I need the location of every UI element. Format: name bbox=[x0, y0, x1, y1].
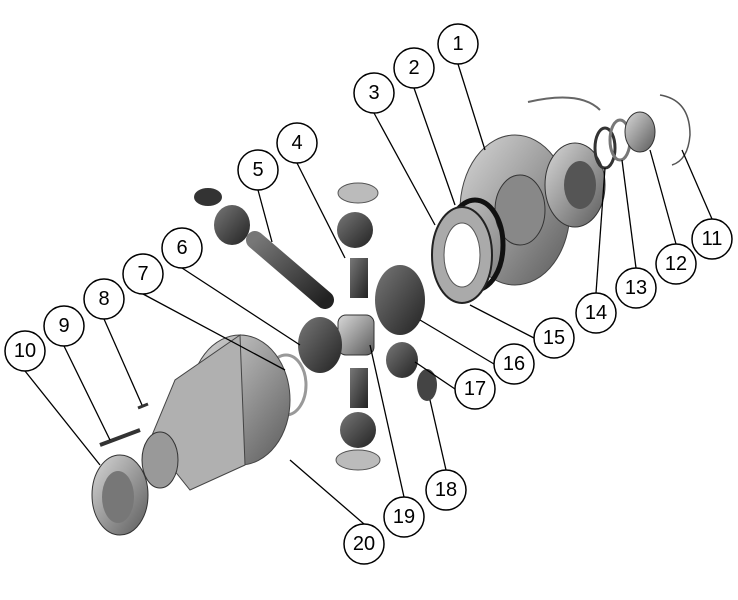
callout-15: 15 bbox=[533, 317, 575, 359]
callout-5: 5 bbox=[237, 149, 279, 191]
svg-text:15: 15 bbox=[543, 327, 565, 349]
callout-7: 7 bbox=[122, 253, 164, 295]
callout-14: 14 bbox=[575, 292, 617, 334]
svg-text:7: 7 bbox=[137, 263, 148, 285]
svg-text:18: 18 bbox=[435, 479, 457, 501]
callout-10: 10 bbox=[4, 330, 46, 372]
callout-3: 3 bbox=[353, 72, 395, 114]
svg-text:20: 20 bbox=[353, 533, 375, 555]
gears-and-pins bbox=[194, 182, 437, 471]
svg-text:1: 1 bbox=[452, 33, 463, 55]
callout-6: 6 bbox=[161, 227, 203, 269]
svg-text:13: 13 bbox=[625, 277, 647, 299]
svg-text:9: 9 bbox=[58, 315, 69, 337]
svg-text:2: 2 bbox=[408, 57, 419, 79]
callout-13: 13 bbox=[615, 267, 657, 309]
callout-1: 1 bbox=[437, 23, 479, 65]
callout-17: 17 bbox=[454, 368, 496, 410]
differential-case-part-20 bbox=[91, 334, 291, 536]
svg-text:5: 5 bbox=[252, 159, 263, 181]
callout-20: 20 bbox=[343, 523, 385, 565]
svg-text:12: 12 bbox=[665, 253, 687, 275]
callout-8: 8 bbox=[83, 278, 125, 320]
svg-text:11: 11 bbox=[702, 228, 723, 250]
svg-text:8: 8 bbox=[98, 288, 109, 310]
svg-text:4: 4 bbox=[291, 132, 302, 154]
rings-parts-2-3 bbox=[431, 197, 506, 304]
leader-lines bbox=[24, 63, 713, 525]
svg-text:19: 19 bbox=[393, 506, 415, 528]
callout-19: 19 bbox=[383, 496, 425, 538]
svg-text:17: 17 bbox=[464, 378, 486, 400]
svg-text:3: 3 bbox=[368, 82, 379, 104]
svg-text:14: 14 bbox=[585, 302, 607, 324]
callout-4: 4 bbox=[276, 122, 318, 164]
svg-text:6: 6 bbox=[176, 237, 187, 259]
callout-18: 18 bbox=[425, 469, 467, 511]
callout-11: 11 bbox=[691, 218, 733, 260]
callout-9: 9 bbox=[43, 305, 85, 347]
callout-2: 2 bbox=[393, 47, 435, 89]
callout-16: 16 bbox=[493, 343, 535, 385]
svg-text:10: 10 bbox=[14, 340, 36, 362]
svg-text:16: 16 bbox=[503, 353, 525, 375]
callout-12: 12 bbox=[655, 243, 697, 285]
